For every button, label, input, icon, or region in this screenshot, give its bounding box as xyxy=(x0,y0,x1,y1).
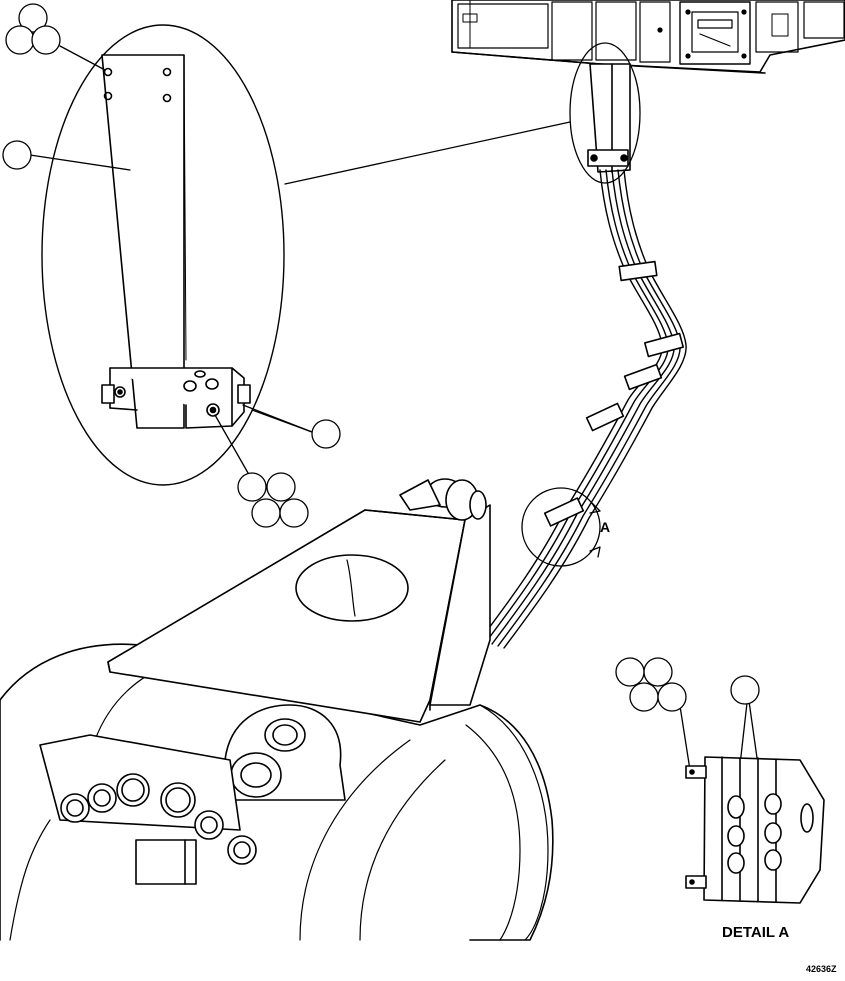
callout-balloons xyxy=(2,3,760,712)
small-bracket xyxy=(587,63,631,173)
leader-to-enlarged-view xyxy=(284,121,571,185)
detail-a-marker: A xyxy=(600,519,611,535)
enlarged-view-ellipse xyxy=(41,24,285,486)
detail-a-callout xyxy=(521,487,601,567)
leader-lines xyxy=(29,45,759,771)
motor-housing xyxy=(0,478,554,941)
cable-bundle xyxy=(479,169,687,649)
enlarged-bracket xyxy=(101,54,251,429)
detail-a-caption: DETAIL A xyxy=(722,924,790,941)
upper-cabinet xyxy=(451,0,845,74)
bracket-callout-ellipse xyxy=(569,42,641,184)
cable-clamps xyxy=(543,260,684,527)
figure-number: 42636Z xyxy=(806,964,837,974)
detail-a-terminal-block xyxy=(685,756,825,904)
